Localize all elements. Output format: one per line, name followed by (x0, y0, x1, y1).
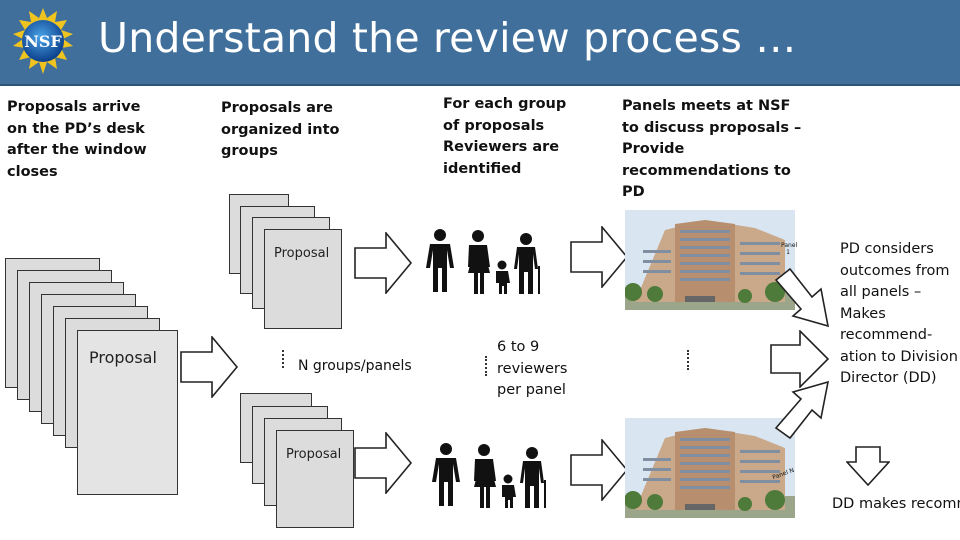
panel-1-label: Panel 1 (781, 242, 798, 256)
flow-arrow-right (570, 226, 628, 288)
step-proposals-organized: Proposals are organized into groups (221, 100, 340, 159)
page-title: Understand the review process … (98, 14, 797, 62)
proposal-sheet-front (77, 330, 178, 495)
flow-arrow-right (354, 232, 412, 294)
nsf-building-image (625, 210, 795, 310)
step-dd-makes: DD makes recommendations (832, 496, 960, 512)
flow-arrow-diagonal (774, 267, 830, 328)
step-proposals-arrive: Proposals arrive on the PD’s desk after … (7, 99, 147, 180)
title-bar: NSF Understand the review process … (0, 0, 960, 86)
proposal-sheet-front (264, 229, 342, 329)
flow-arrow-diagonal (774, 380, 830, 440)
step-pd-considers: PD considers outcomes from all panels – … (840, 241, 958, 386)
ellipsis-vertical (485, 356, 487, 376)
proposal-group-bottom-label: Proposal (286, 447, 342, 462)
flow-arrow-right (770, 330, 830, 388)
flow-arrow-right (570, 439, 628, 501)
reviewers-per-panel-label: 6 to 9 reviewers per panel (497, 339, 568, 398)
nsf-logo-icon: NSF (13, 8, 73, 74)
step-panels-meet: Panels meets at NSF to discuss proposals… (622, 98, 802, 200)
ellipsis-vertical (282, 350, 284, 368)
step-reviewers-identified: For each group of proposals Reviewers ar… (443, 96, 567, 177)
reviewers-icon (426, 229, 540, 294)
reviewers-icon (432, 443, 546, 508)
flow-arrow-right (354, 432, 412, 494)
flow-arrow-right (180, 336, 238, 398)
svg-text:NSF: NSF (24, 32, 62, 51)
n-groups-label: N groups/panels (298, 358, 412, 374)
proposal-group-top-label: Proposal (274, 246, 330, 261)
flow-arrow-down (846, 446, 890, 486)
ellipsis-vertical (687, 350, 689, 370)
proposal-main-label: Proposal (89, 348, 157, 367)
proposal-sheet-front (276, 430, 354, 528)
nsf-building-image (625, 418, 795, 518)
